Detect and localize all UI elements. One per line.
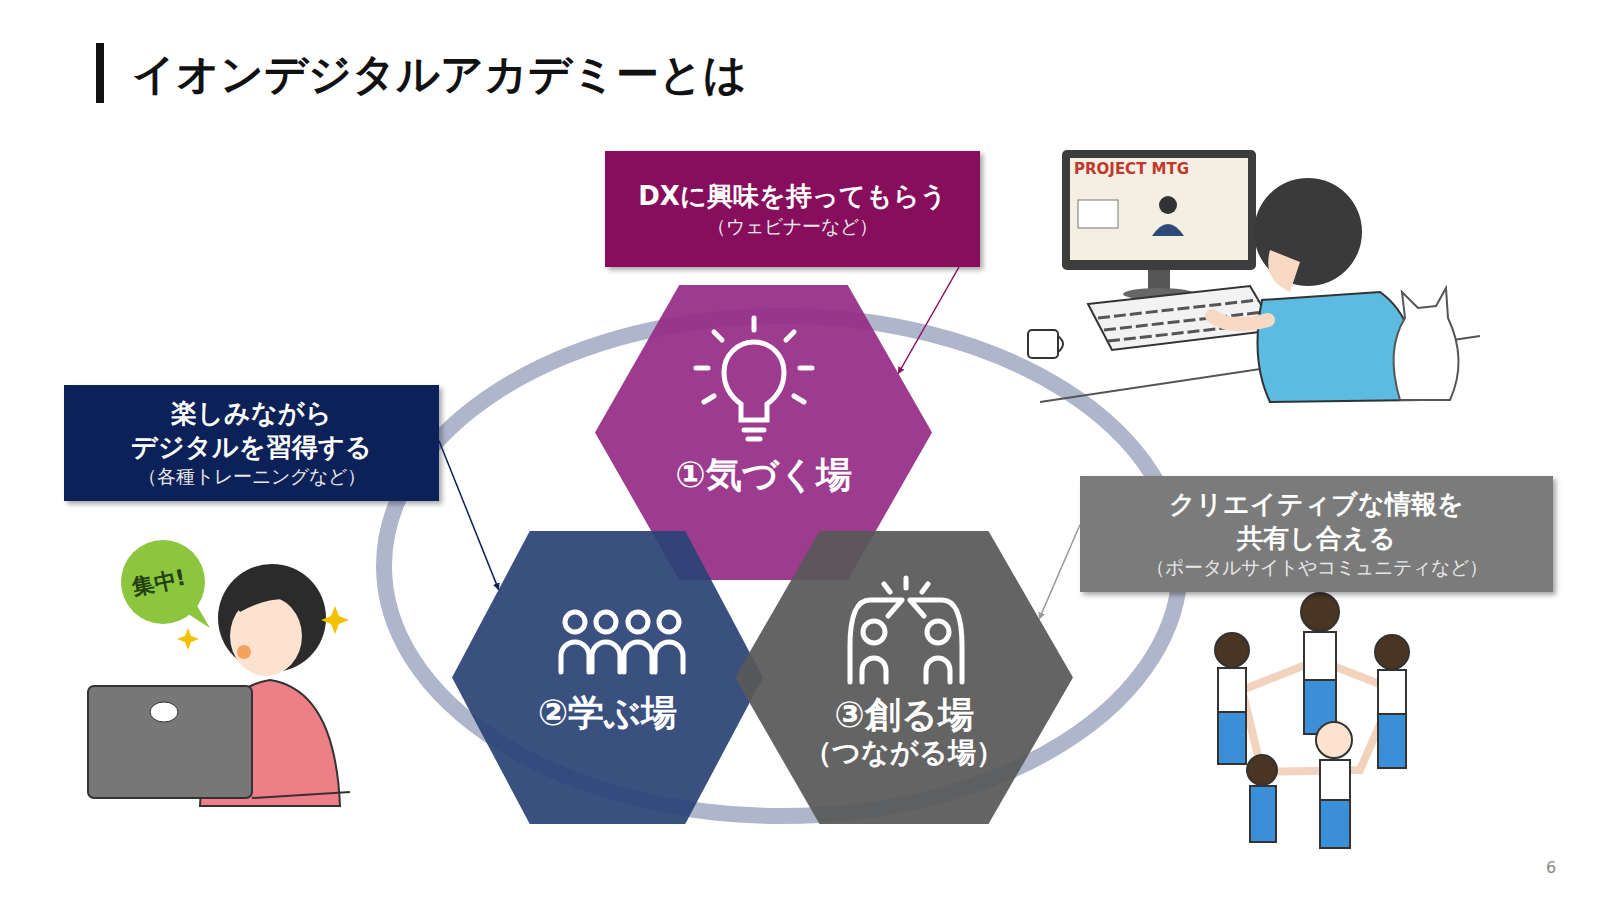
person-body bbox=[926, 658, 950, 682]
bulb-ray bbox=[696, 366, 708, 371]
presenter-head bbox=[1159, 196, 1177, 214]
person-head bbox=[565, 612, 585, 632]
bulb-ray bbox=[794, 396, 804, 402]
hexagon-shape bbox=[452, 531, 763, 824]
keyboard-keys bbox=[1098, 300, 1270, 341]
kid-body bbox=[1304, 632, 1336, 680]
stage-subname: （つながる場） bbox=[735, 736, 1073, 770]
bulb-base bbox=[744, 428, 764, 433]
highfive-icon bbox=[850, 578, 962, 682]
monitor-frame bbox=[1062, 150, 1256, 270]
bulb-ray bbox=[714, 332, 722, 340]
kid-legs bbox=[1378, 714, 1406, 768]
person-body bbox=[655, 642, 683, 672]
hexagon-outline bbox=[452, 531, 763, 824]
person-head bbox=[596, 612, 616, 632]
spark-ray bbox=[922, 584, 928, 592]
leader-arrow bbox=[898, 267, 959, 374]
person-head bbox=[628, 612, 648, 632]
people-icon bbox=[561, 612, 683, 672]
leader-arrow bbox=[1039, 525, 1080, 619]
cat bbox=[1394, 288, 1459, 400]
person-arm bbox=[910, 600, 962, 682]
laptop-logo bbox=[150, 702, 178, 722]
bulb-ray bbox=[752, 318, 757, 330]
kid-head bbox=[1316, 722, 1352, 758]
callout-box: 楽しみながら デジタルを習得する（各種トレーニングなど） bbox=[64, 385, 439, 501]
laptop bbox=[88, 686, 252, 798]
text-holder: ①気づく場 bbox=[595, 453, 932, 496]
kid-head bbox=[1247, 755, 1277, 785]
hexagon-outline bbox=[735, 531, 1073, 824]
kid-legs bbox=[1250, 786, 1276, 842]
cup-handle bbox=[1058, 336, 1063, 352]
kid-head bbox=[1215, 633, 1249, 667]
page-number: 6 bbox=[1546, 858, 1556, 877]
screen-chart bbox=[1078, 200, 1118, 228]
desk-edge bbox=[252, 792, 350, 798]
keyboard bbox=[1088, 286, 1276, 350]
kids-illustration bbox=[1215, 593, 1409, 848]
leader-arrow bbox=[439, 441, 499, 590]
bubble-tail bbox=[185, 604, 210, 628]
callout-heading: クリエイティブな情報を 共有し合える bbox=[1100, 488, 1533, 556]
text-holder: ②学ぶ場 bbox=[452, 691, 763, 734]
spark-ray bbox=[884, 584, 890, 592]
callout-heading: DXに興味を持ってもらう bbox=[638, 180, 947, 214]
text-holder: ③創る場（つながる場） bbox=[735, 693, 1073, 770]
person-body bbox=[561, 642, 589, 672]
hexagon-stage: ②学ぶ場 bbox=[452, 531, 763, 824]
person-head bbox=[659, 612, 679, 632]
kid-body bbox=[1378, 670, 1406, 714]
bulb-ray bbox=[800, 366, 812, 371]
callout-note: （ウェビナーなど） bbox=[707, 214, 878, 239]
callout-box: クリエイティブな情報を 共有し合える（ポータルサイトやコミュニティなど） bbox=[1080, 476, 1553, 592]
bulb-icon bbox=[696, 318, 812, 439]
person-body bbox=[592, 642, 620, 672]
girl-cheek bbox=[237, 645, 251, 659]
person-ear bbox=[1268, 250, 1300, 292]
spark-ray bbox=[904, 578, 909, 588]
connector-layer bbox=[439, 267, 1080, 619]
kid-head bbox=[1375, 635, 1409, 669]
sparkle bbox=[177, 628, 199, 650]
girl-bangs bbox=[232, 586, 310, 612]
hexagon-stage: ③創る場（つながる場） bbox=[735, 531, 1073, 824]
monitor-illustration bbox=[1028, 150, 1480, 402]
callout-box: DXに興味を持ってもらう（ウェビナーなど） bbox=[605, 151, 980, 267]
monitor-screen bbox=[1070, 158, 1248, 260]
person-head bbox=[863, 621, 885, 643]
bulb-ray bbox=[786, 332, 794, 340]
bulb-ray bbox=[704, 396, 714, 402]
person-body bbox=[862, 658, 886, 682]
hexagon-shape bbox=[735, 531, 1073, 824]
stage-name: ①気づく場 bbox=[595, 453, 932, 496]
bulb-base bbox=[748, 437, 760, 442]
kid-legs bbox=[1218, 712, 1246, 764]
slide-title: イオンデジタルアカデミーとは bbox=[132, 48, 747, 100]
stage-name: ②学ぶ場 bbox=[452, 691, 763, 734]
callout-note: （各種トレーニングなど） bbox=[138, 464, 366, 489]
callout-heading: 楽しみながら デジタルを習得する bbox=[84, 397, 419, 465]
person-arm bbox=[850, 600, 902, 682]
bulb-glass bbox=[724, 342, 784, 420]
person-arm bbox=[1212, 316, 1268, 324]
stage-name: ③創る場 bbox=[735, 693, 1073, 736]
person-head bbox=[927, 621, 949, 643]
girl-illustration bbox=[88, 540, 350, 806]
kid-head bbox=[1301, 593, 1339, 631]
sparkle bbox=[321, 606, 349, 634]
title-bar bbox=[96, 43, 104, 103]
callout-note: （ポータルサイトやコミュニティなど） bbox=[1146, 555, 1488, 580]
presenter-body bbox=[1152, 224, 1184, 236]
kid-body bbox=[1320, 760, 1350, 800]
kid-legs bbox=[1320, 800, 1350, 848]
person-body bbox=[624, 642, 652, 672]
screen-text: PROJECT MTG bbox=[1074, 160, 1189, 178]
coffee-cup bbox=[1028, 330, 1058, 358]
kid-body bbox=[1218, 668, 1246, 712]
